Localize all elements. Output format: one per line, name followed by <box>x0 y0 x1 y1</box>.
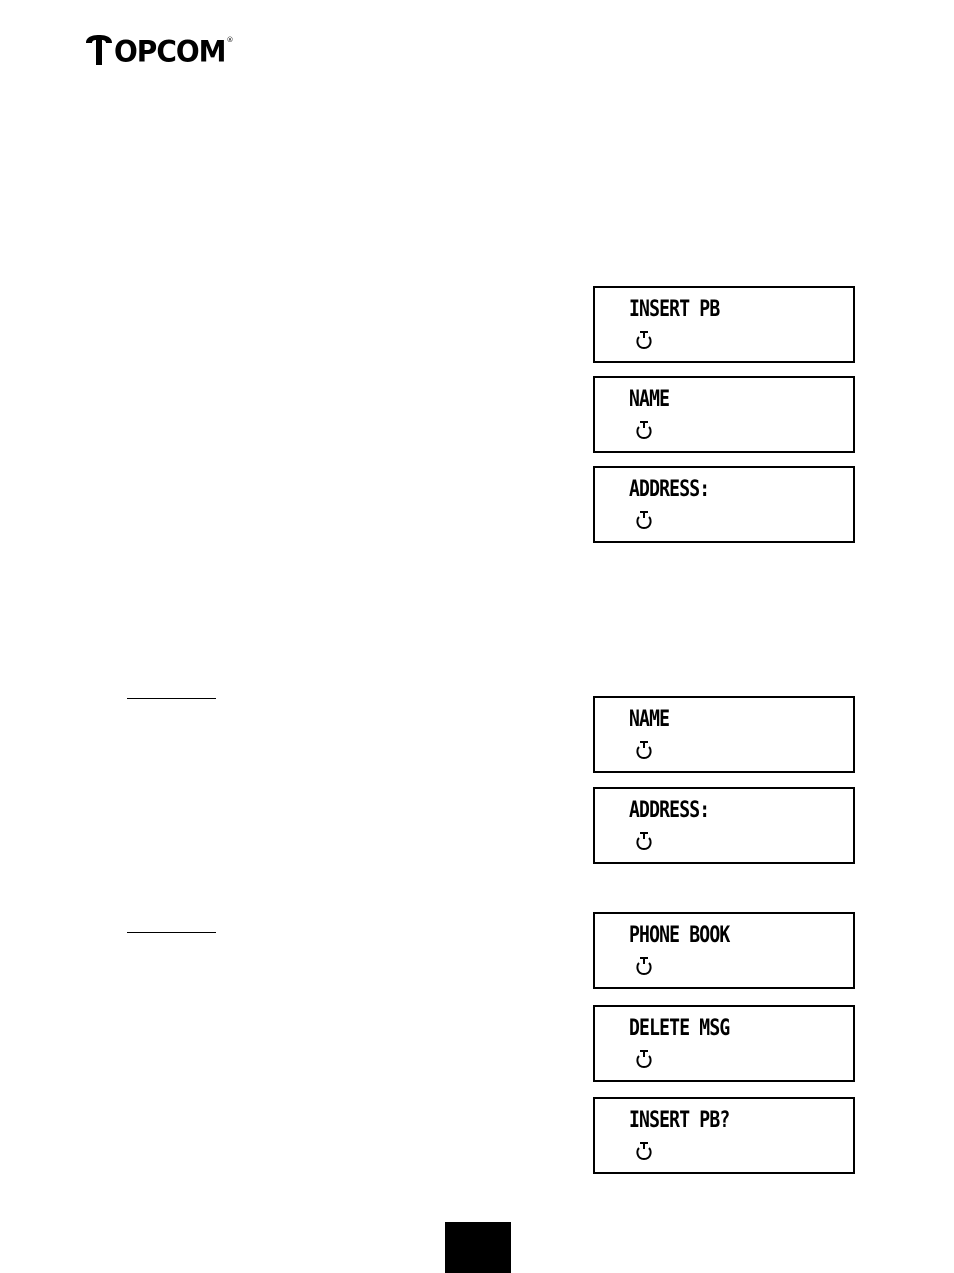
lcd-screen-address: ADDRESS: <box>593 787 855 864</box>
handset-icon <box>635 420 653 444</box>
topcom-logo: OPCOM ® <box>84 30 234 66</box>
lcd-screen-insert-pb: INSERT PB <box>593 286 855 363</box>
handset-icon <box>635 831 653 855</box>
handset-icon <box>635 956 653 980</box>
lcd-text: INSERT PB <box>629 297 720 322</box>
handset-icon <box>635 330 653 354</box>
lcd-text: DELETE MSG <box>629 1016 730 1041</box>
lcd-screen-insert-pb-confirm: INSERT PB? <box>593 1097 855 1174</box>
lcd-text: NAME <box>629 387 670 412</box>
heading-underline <box>127 698 216 699</box>
logo-t-icon <box>86 35 112 65</box>
handset-icon <box>635 510 653 534</box>
lcd-text: PHONE BOOK <box>629 923 730 948</box>
lcd-screen-address: ADDRESS: <box>593 466 855 543</box>
lcd-text: ADDRESS: <box>629 798 710 823</box>
lcd-screen-name: NAME <box>593 376 855 453</box>
handset-icon <box>635 1141 653 1165</box>
lcd-screen-phone-book: PHONE BOOK <box>593 912 855 989</box>
registered-mark: ® <box>226 36 234 44</box>
logo-wordmark: OPCOM <box>114 34 227 69</box>
handset-icon <box>635 740 653 764</box>
lcd-text: ADDRESS: <box>629 477 710 502</box>
lcd-text: NAME <box>629 707 670 732</box>
heading-underline <box>127 932 216 933</box>
lcd-screen-delete-msg: DELETE MSG <box>593 1005 855 1082</box>
page-number-box <box>445 1222 511 1273</box>
lcd-screen-name: NAME <box>593 696 855 773</box>
lcd-text: INSERT PB? <box>629 1108 730 1133</box>
handset-icon <box>635 1049 653 1073</box>
